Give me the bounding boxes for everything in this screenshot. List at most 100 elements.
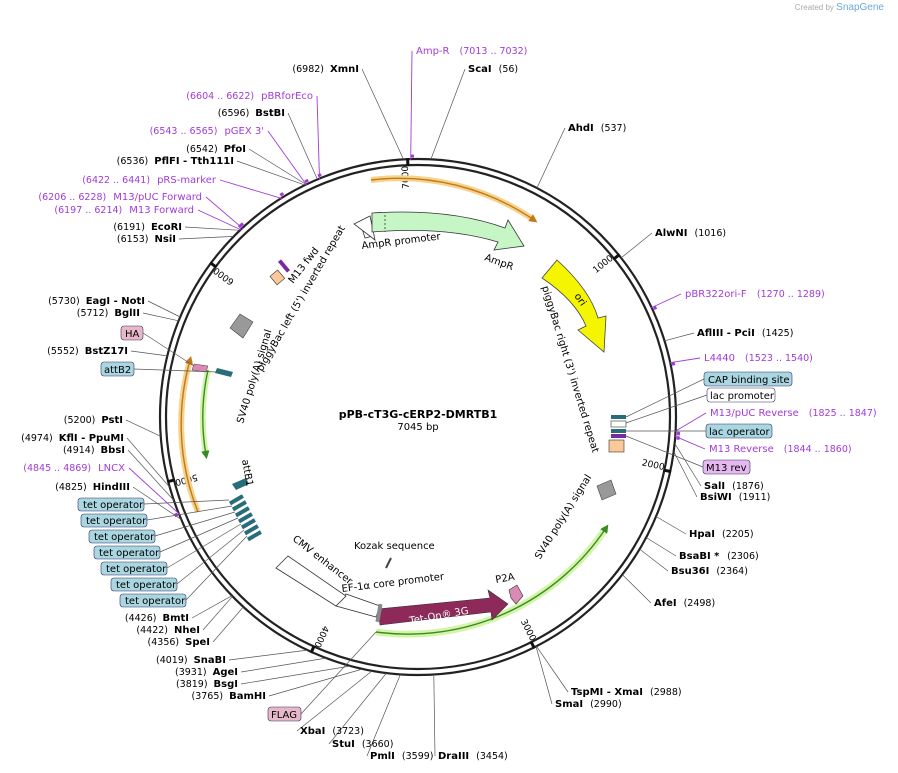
site-12: DraIII(3454) — [433, 674, 508, 762]
site-22: BmtI (4426) — [125, 595, 233, 624]
tet-operator-text: tet operator — [106, 564, 167, 575]
site-name: XmnI — [330, 64, 359, 75]
primer-name: Amp-R — [416, 46, 450, 57]
site-name: BamHI — [229, 691, 266, 702]
m13-rev-tag: M13 rev — [702, 459, 751, 475]
site-10: TspMI - XmaI(2988) — [536, 646, 682, 698]
primer-position: (1825 .. 1847) — [809, 408, 877, 419]
site-9: AfeI(2498) — [622, 574, 715, 609]
site-position: (5712) — [77, 308, 109, 319]
plasmid-name: pPB-cT3G-cERP2-DMRTB1 — [339, 408, 498, 421]
m13-fwd-purple-mark — [277, 259, 291, 273]
primer-position: (1523 .. 1540) — [745, 353, 813, 364]
site-name: BstBI — [255, 108, 285, 119]
primer-6: M13 Forward(6197 .. 6214) — [54, 205, 243, 231]
tet-operator-tag: tet operator — [88, 511, 236, 544]
primer-position: (6543 .. 6565) — [150, 126, 218, 137]
site-position: (4974) — [21, 433, 53, 444]
site-position: (537) — [601, 123, 627, 134]
site-8: Bsu36I(2364) — [639, 548, 748, 577]
cap-binding-site-text: CAP binding site — [708, 375, 790, 386]
site-name: PflFI - Tth111I — [154, 156, 234, 167]
primer-name: M13 Reverse — [709, 444, 774, 455]
bp-tick-0: 1000 — [591, 253, 621, 276]
primer-name: M13 Forward — [129, 205, 194, 216]
site-35: XmnI(6982) — [292, 64, 404, 160]
site-name: AlwNI — [655, 228, 688, 239]
backbone-outer-ring — [158, 157, 678, 677]
site-position: (2205) — [722, 529, 754, 540]
primer-0: Amp-R(7013 .. 7032) — [410, 46, 527, 161]
kozak-label: Kozak sequence — [354, 541, 435, 552]
tet-operator-text: tet operator — [125, 596, 186, 607]
site-position: (5552) — [47, 346, 79, 357]
primer-name: pRS-marker — [157, 175, 217, 186]
primer-position: (1844 .. 1860) — [784, 444, 852, 455]
primer-3: M13/pUC Reverse(1825 .. 1847) — [674, 408, 877, 436]
lac-prom-leader — [625, 394, 708, 424]
site-13: PmlI(3599) — [366, 674, 434, 762]
site-name: TspMI - XmaI — [571, 687, 643, 698]
primer-name: pBRforEco — [261, 91, 313, 102]
site-25: KflI - PpuMI (4974) — [21, 433, 171, 488]
site-position: (4426) — [125, 613, 157, 624]
credit-prefix: Created by — [794, 3, 834, 12]
site-26: PstI (5200) — [64, 415, 161, 437]
site-position: (3723) — [332, 726, 364, 737]
primer-8: pRS-marker(6422 .. 6441) — [82, 175, 285, 200]
lac-operator-text: lac operator — [709, 427, 770, 438]
ampr-feature-arrow — [371, 211, 525, 251]
sv40-polya-right-label: SV40 poly(A) signal — [533, 473, 594, 562]
site-name: BmtI — [162, 613, 189, 624]
site-name: BsiWI — [700, 492, 732, 503]
site-position: (6536) — [117, 156, 149, 167]
site-position: (1016) — [695, 228, 727, 239]
site-name: KflI - PpuMI — [59, 433, 124, 444]
ha-text: HA — [125, 329, 140, 340]
m13-fwd-orange-mark — [269, 269, 286, 286]
site-1: AhdI(537) — [536, 123, 627, 189]
cap-binding-site-mark — [611, 415, 626, 419]
site-position: (2364) — [716, 566, 748, 577]
primer-7: M13/pUC Forward(6206 .. 6228) — [38, 192, 244, 230]
bp-tick-label: 3000 — [518, 618, 537, 643]
tet-operator-text: tet operator — [99, 548, 160, 559]
ha-mark — [191, 363, 209, 373]
site-24: BbsI(4914) — [63, 445, 175, 501]
lac-operator-tag: lac operator — [705, 423, 773, 439]
ha-tag: HA — [120, 325, 144, 341]
site-position: (5730) — [48, 296, 80, 307]
site-position: (4825) — [55, 482, 87, 493]
primer-name: pBR322ori-F — [685, 289, 747, 300]
flag-text: FLAG — [271, 710, 297, 721]
site-position: (3660) — [362, 739, 394, 750]
m13rev-leader — [625, 435, 704, 468]
ampr-label: AmpR — [483, 252, 515, 273]
site-position: (5200) — [64, 415, 96, 426]
site-28: BglII(5712) — [77, 308, 179, 322]
site-position: (2306) — [727, 551, 759, 562]
flag-leader — [300, 631, 377, 715]
site-33: PfoI(6542) — [186, 144, 307, 185]
site-name: EagI - NotI — [86, 296, 145, 307]
site-name: PstI — [101, 415, 123, 426]
site-7: BsaBI *(2306) — [645, 537, 759, 562]
ef1a-gray-mark — [375, 603, 383, 623]
primer-9: pGEX 3'(6543 .. 6565) — [150, 126, 309, 186]
primer-name: L4440 — [704, 353, 735, 364]
left-orange-arrow — [180, 355, 199, 513]
site-name: PmlI — [370, 751, 395, 762]
m13-rev-mark — [611, 434, 626, 438]
site-position: (1911) — [739, 492, 771, 503]
site-4: SalI(1876) — [674, 443, 764, 492]
p2a-arrow — [508, 584, 524, 605]
tet-operator-tag: tet operator — [93, 517, 239, 560]
attb2-leader — [133, 368, 218, 373]
kozak-mark — [385, 557, 392, 569]
site-name: HpaI — [689, 529, 715, 540]
m13-rev-text: M13 rev — [706, 463, 747, 474]
site-name: HindIII — [93, 482, 130, 493]
left-green-arrow — [201, 369, 210, 460]
piggybac-left-label: piggyBac left (5') inverted repeat — [255, 224, 348, 374]
primer-position: (4845 .. 4869) — [23, 463, 91, 474]
